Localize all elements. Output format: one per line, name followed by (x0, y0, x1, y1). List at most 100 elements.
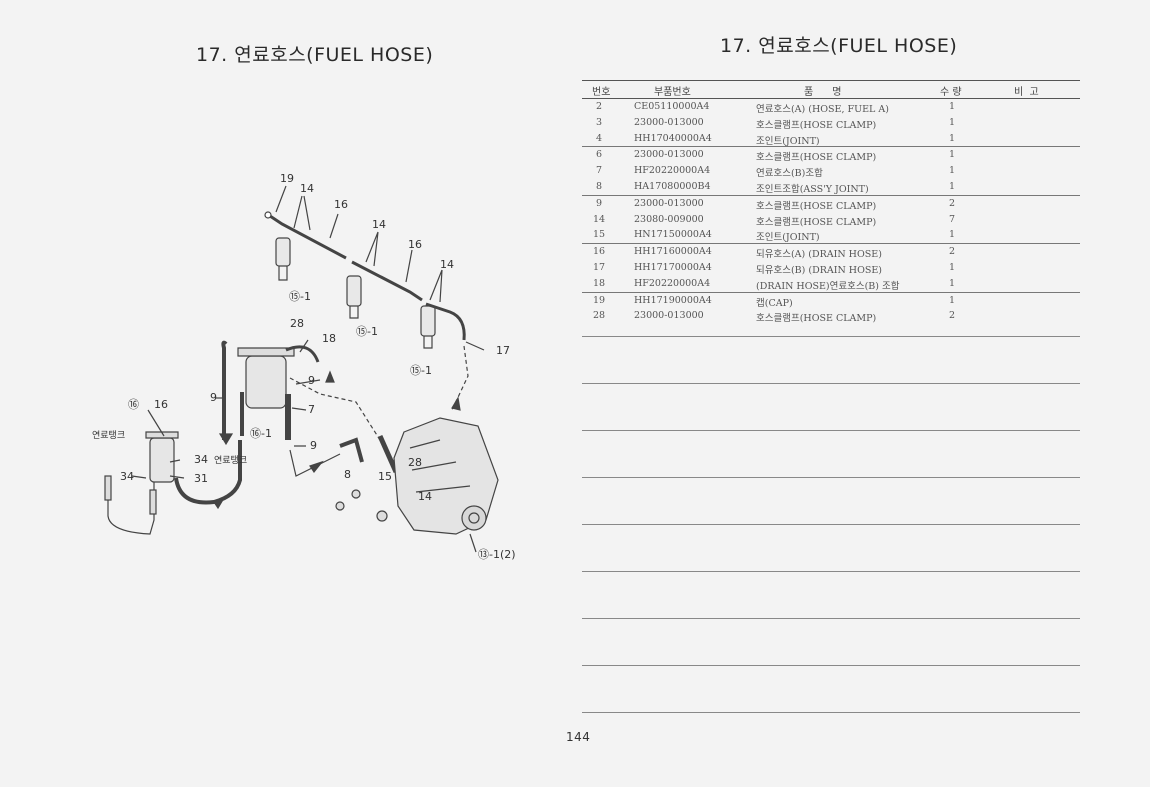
page-number: 144 (566, 730, 591, 744)
callout-34b: 34 (120, 470, 134, 483)
cell-part-name: 호스클램프(HOSE CLAMP) (756, 313, 877, 325)
callout-28b: 28 (408, 456, 422, 469)
cell-qty: 1 (948, 165, 956, 177)
cell-no: 28 (592, 310, 606, 322)
cell-part-name: 조인트(JOINT) (756, 232, 820, 244)
callout-28: 28 (290, 317, 304, 330)
drain-hose-b (425, 302, 466, 341)
cell-qty: 1 (948, 180, 956, 192)
table-row: 2 CE05110000A4 연료호스(A) (HOSE, FUEL A) 1 (582, 99, 1080, 115)
cell-part-name: 조인트(JOINT) (756, 135, 820, 147)
callout-14d: 14 (418, 490, 432, 503)
drain-hose-a-1 (269, 214, 347, 260)
cell-no: 7 (595, 165, 603, 177)
fuel-filter (237, 347, 295, 409)
cell-part-number: HH17170000A4 (634, 261, 712, 273)
cell-qty: 1 (948, 149, 956, 161)
callout-9a: 9 (308, 374, 315, 387)
left-page-title: 17. 연료호스(FUEL HOSE) (196, 44, 434, 66)
cell-qty: 1 (948, 294, 956, 306)
cell-qty: 1 (948, 101, 956, 112)
cell-part-number: CE05110000A4 (634, 101, 710, 112)
callout-16e: 16 (154, 398, 168, 411)
callout-9c: 9 (310, 439, 317, 452)
cell-qty: 1 (948, 277, 956, 289)
callout-15a: ⑮-1 (289, 290, 311, 303)
cell-no: 15 (592, 229, 606, 241)
cell-part-number: 23000-013000 (634, 149, 704, 161)
cell-no: 2 (595, 101, 603, 112)
cell-part-number: HF20220000A4 (634, 165, 711, 177)
drain-hose-a-2 (351, 260, 423, 302)
cell-part-name: 연료호스(B)조합 (756, 168, 823, 180)
callout-13: ⑬-1(2) (478, 548, 516, 561)
table-row: 8 HA17080000B4 조인트조합(ASS'Y JOINT) 1 (582, 179, 1080, 196)
fuel-hose-diagram: 19 14 16 14 16 14 ⑮-1 ⑮-1 ⑮-1 28 18 17 9… (92, 172, 516, 561)
callout-15b: ⑮-1 (356, 325, 378, 338)
injection-pump (393, 417, 499, 535)
cell-part-name: 연료호스(A) (HOSE, FUEL A) (756, 104, 889, 115)
cell-qty: 2 (948, 197, 956, 209)
cell-part-name: 호스클램프(HOSE CLAMP) (756, 200, 877, 212)
callout-16c: ⑯-1 (250, 427, 272, 440)
blank-row-rule (582, 477, 1080, 478)
blank-row-rule (582, 571, 1080, 572)
header-no: 번호 (592, 87, 611, 98)
injector-3 (420, 305, 436, 349)
cell-part-number: 23000-013000 (634, 310, 704, 322)
parts-table: 번호 부품번호 품 명 수 량 비 고 2 CE05110000A4 연료호스(A)… (582, 80, 1080, 324)
cell-part-name: 되유호스(A) (DRAIN HOSE) (756, 249, 882, 261)
callout-31: 31 (194, 472, 208, 485)
cell-qty: 1 (948, 229, 956, 241)
callout-15d: 15 (378, 470, 392, 483)
cell-part-number: HA17080000B4 (634, 180, 711, 192)
cell-part-number: HH17190000A4 (634, 294, 712, 306)
cell-no: 19 (592, 294, 606, 306)
callout-14a: 14 (300, 182, 314, 195)
header-remark: 비 고 (1014, 87, 1039, 98)
cell-no: 9 (595, 197, 603, 209)
injector-2 (346, 275, 362, 319)
cell-no: 14 (592, 213, 606, 225)
cell-part-name: 캡(CAP) (756, 297, 793, 309)
table-row: 6 23000-013000 호스클램프(HOSE CLAMP) 1 (582, 147, 1080, 163)
cell-part-number: 23080-009000 (634, 213, 704, 225)
cell-qty: 2 (948, 310, 956, 322)
cell-part-number: HH17160000A4 (634, 246, 712, 258)
callout-9b: 9 (210, 391, 217, 404)
callout-19: 19 (280, 172, 294, 185)
right-page-title: 17. 연료호스(FUEL HOSE) (720, 35, 958, 57)
injector-1 (275, 237, 291, 281)
header-qty: 수 량 (940, 87, 962, 98)
table-row: 9 23000-013000 호스클램프(HOSE CLAMP) 2 (582, 196, 1080, 212)
cell-no: 6 (595, 149, 603, 161)
fuel-tank-label: 연료탱크 (92, 430, 125, 441)
cell-no: 16 (592, 246, 606, 258)
cell-no: 8 (595, 180, 603, 192)
cell-part-name: 조인트조합(ASS'Y JOINT) (756, 183, 869, 195)
fuel-tank (145, 431, 179, 483)
fuel-tank-label-2: 연료탱크 (214, 455, 247, 466)
blank-row-rule (582, 618, 1080, 619)
cell-part-number: 23000-013000 (634, 197, 704, 209)
cell-qty: 1 (948, 261, 956, 273)
header-part-name: 품 명 (804, 87, 842, 98)
cell-part-name: 호스클램프(HOSE CLAMP) (756, 152, 877, 164)
left-page: 17. 연료호스(FUEL HOSE) (92, 44, 516, 561)
cell-qty: 7 (948, 213, 956, 225)
cell-part-number: 23000-013000 (634, 116, 704, 128)
callout-34a: 34 (194, 453, 208, 466)
cell-part-name: 호스클램프(HOSE CLAMP) (756, 119, 877, 131)
cell-qty: 1 (948, 132, 956, 144)
blank-row-rule (582, 336, 1080, 337)
parts-table-header: 번호 부품번호 품 명 수 량 비 고 (582, 80, 1080, 99)
cell-no: 4 (595, 132, 603, 144)
header-part-number: 부품번호 (654, 87, 691, 98)
callout-15c: ⑮-1 (410, 364, 432, 377)
